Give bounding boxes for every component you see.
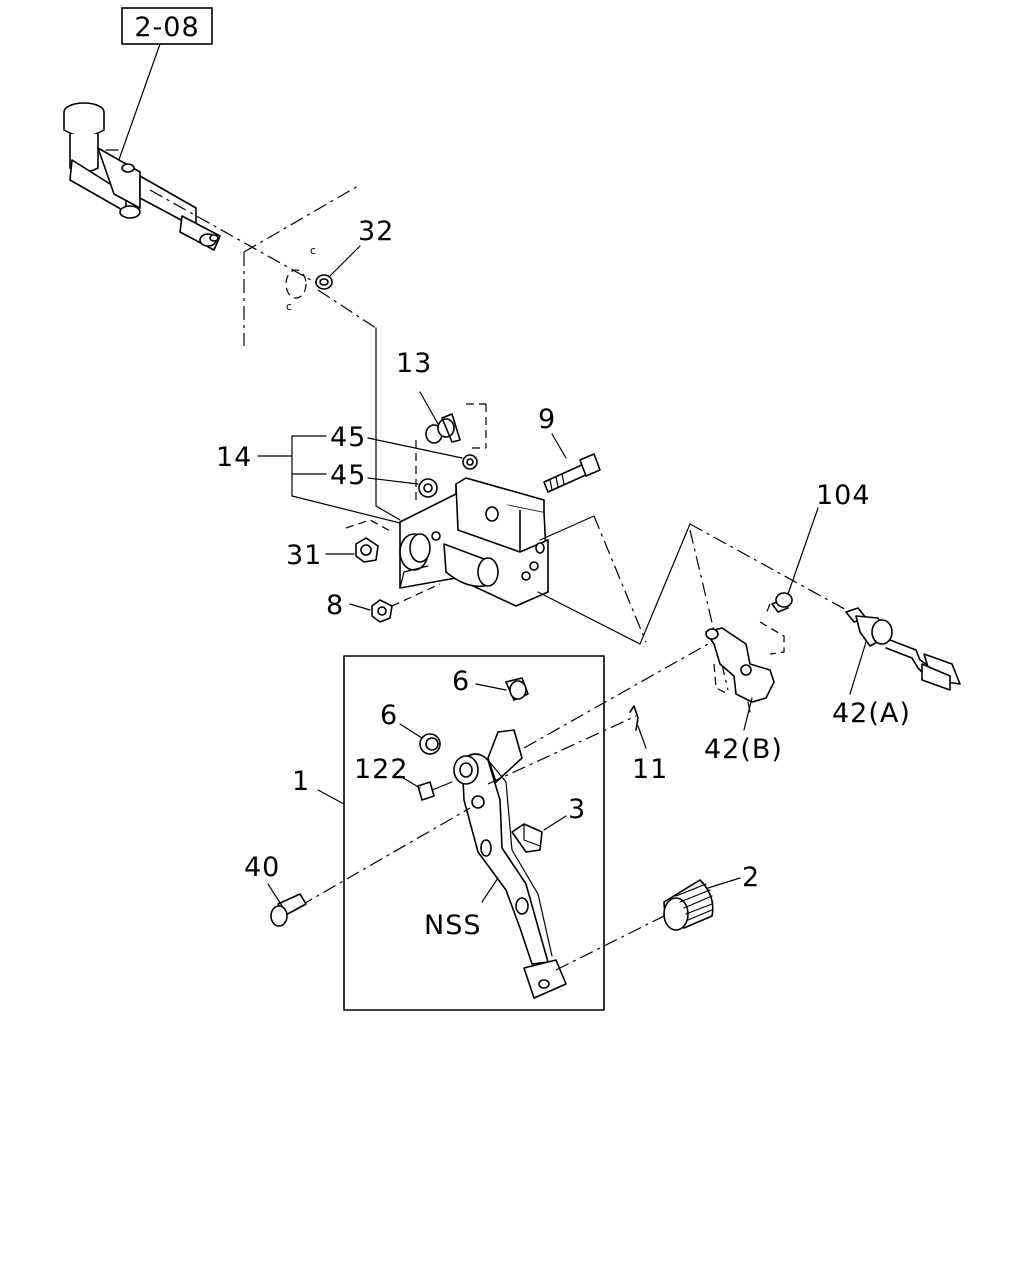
callout-45-lower[interactable]: 45 [330, 460, 366, 491]
callout-122[interactable]: 122 [354, 754, 409, 785]
pushrod-centerline-2 [317, 289, 377, 329]
switch-link-lower [537, 591, 641, 645]
firewall-mark-top: c [310, 244, 316, 257]
switch-link-diag [593, 515, 647, 643]
bolt-104-icon [771, 592, 793, 613]
nut-8-centerline [391, 583, 441, 607]
leader-3 [543, 815, 567, 831]
pushrod-centerline [149, 189, 319, 285]
callout-40[interactable]: 40 [244, 852, 280, 883]
clutch-pedal-icon [453, 729, 567, 999]
pivot-bolt-centerline [299, 807, 471, 907]
callout-6-upper[interactable]: 6 [452, 666, 470, 697]
bracket-14-bottom [291, 495, 405, 525]
clutch-switch-icon [845, 607, 961, 691]
spring-icon [425, 413, 461, 444]
leader-104 [787, 507, 819, 595]
callout-8[interactable]: 8 [326, 590, 344, 621]
callout-31[interactable]: 31 [286, 540, 322, 571]
callout-3[interactable]: 3 [568, 794, 586, 825]
bolt-104-guide [765, 603, 771, 615]
bushing-45-lower-icon [418, 478, 438, 498]
leader-11 [637, 725, 647, 749]
switch-42b-guide-right [759, 621, 785, 655]
leader-6-lower [399, 723, 423, 739]
firewall-hole [285, 269, 307, 299]
callout-2[interactable]: 2 [742, 862, 760, 893]
leader-42a [849, 641, 867, 695]
leader-8 [349, 603, 371, 611]
leader-40 [267, 883, 283, 907]
callout-42b[interactable]: 42(B) [704, 734, 783, 765]
leader-45-lower [367, 477, 419, 485]
bolt-9-icon [543, 453, 601, 493]
pedal-bracket-icon [399, 477, 549, 607]
leader-6-upper [475, 683, 507, 691]
callout-32[interactable]: 32 [358, 216, 394, 247]
pedal-to-pin-centerline [487, 715, 637, 785]
nut-8-icon [371, 599, 393, 623]
callout-1[interactable]: 1 [292, 766, 310, 797]
clutch-master-cylinder-icon [63, 102, 221, 251]
leader-122 [399, 775, 421, 789]
callout-13[interactable]: 13 [396, 348, 432, 379]
callout-42a[interactable]: 42(A) [832, 698, 911, 729]
firewall-mark-bottom: c [286, 300, 292, 313]
nut-32-icon [315, 274, 333, 290]
bushing-6-lower-icon [419, 733, 441, 755]
bushing-6-upper-icon [505, 677, 529, 701]
switch-link-rise [639, 523, 691, 645]
bolt-40-icon [270, 893, 307, 927]
leader-13 [419, 391, 439, 425]
leader-42b [743, 697, 753, 731]
callout-45-upper[interactable]: 45 [330, 422, 366, 453]
switch-42b-guide-left [713, 663, 729, 695]
callout-104[interactable]: 104 [816, 480, 871, 511]
switch-link-to-42a [689, 523, 851, 613]
callout-14[interactable]: 14 [216, 442, 252, 473]
switch-link-upper [539, 515, 595, 541]
callout-nss[interactable]: NSS [424, 910, 481, 941]
pedal-assembly-box [343, 655, 605, 1011]
pedal-to-switch-centerline [523, 643, 709, 749]
callout-11[interactable]: 11 [632, 754, 668, 785]
leader-9 [551, 433, 567, 459]
switch-bracket-42b-icon [705, 627, 775, 713]
leader-45-upper [367, 437, 463, 459]
callout-6-lower[interactable]: 6 [380, 700, 398, 731]
nut-31-icon [345, 519, 393, 563]
leader-2 [707, 877, 741, 889]
leader-2-08 [115, 43, 161, 169]
firewall-edge-top [243, 185, 359, 253]
callout-9[interactable]: 9 [538, 404, 556, 435]
bushing-45-upper-icon [462, 454, 478, 470]
pad-centerline [555, 911, 673, 971]
pin-11-icon [629, 705, 639, 731]
pedal-pad-icon [663, 879, 714, 931]
clip-122-icon [417, 781, 453, 801]
leader-32 [329, 245, 361, 277]
leader-nss [481, 877, 499, 903]
reference-tag-label: 2-08 [134, 12, 199, 43]
stopper-3-icon [511, 823, 543, 853]
reference-tag[interactable]: 2-08 [121, 7, 213, 45]
leader-1 [317, 789, 345, 805]
pushrod-axis-line-end [375, 505, 401, 521]
